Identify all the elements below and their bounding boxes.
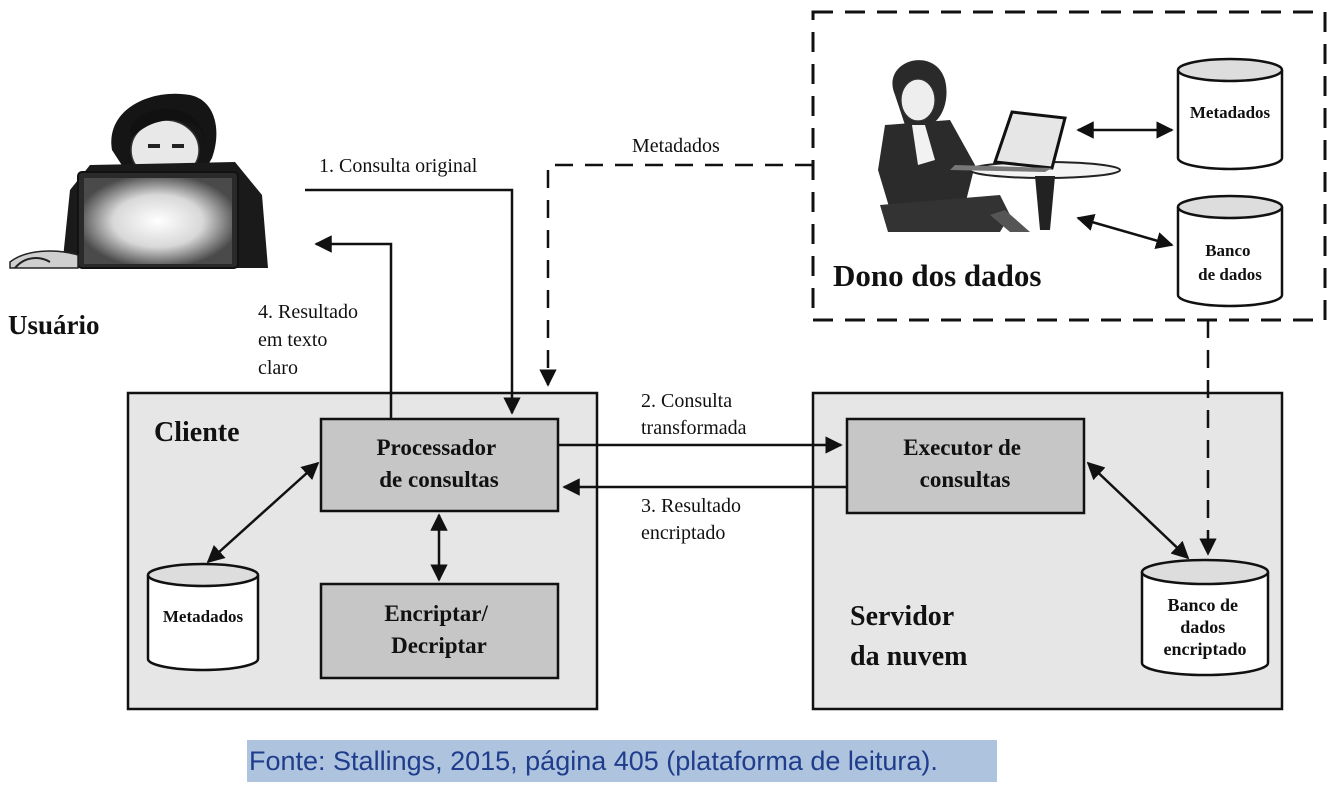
query-executor-line-1: Executor de bbox=[903, 435, 1021, 460]
user-label: Usuário bbox=[8, 310, 100, 340]
owner-database-arrow bbox=[1076, 213, 1174, 250]
source-caption: Fonte: Stallings, 2015, página 405 (plat… bbox=[247, 740, 997, 782]
owner-metadata-cylinder bbox=[1176, 57, 1284, 171]
encrypt-decrypt-line-1: Encriptar/ bbox=[384, 601, 488, 626]
plaintext-result-label: 4. Resultado em texto claro bbox=[258, 301, 363, 379]
cloud-server-title: Servidor da nuvem bbox=[850, 601, 967, 672]
plaintext-result-line-3: claro bbox=[258, 357, 298, 379]
plaintext-result-line-1: 4. Resultado bbox=[258, 301, 358, 323]
metadata-flow-arrow bbox=[539, 163, 813, 387]
transformed-query-label: 2. Consulta transformada bbox=[641, 390, 747, 439]
plaintext-result-arrow bbox=[314, 235, 393, 419]
processor-metadata-arrow bbox=[206, 461, 320, 564]
user-illustration bbox=[9, 93, 268, 269]
query-executor-label: Executor de consultas bbox=[903, 435, 1027, 492]
query-processor-line-2: de consultas bbox=[379, 467, 499, 492]
encrypt-decrypt-label: Encriptar/ Decriptar bbox=[384, 601, 493, 658]
transformed-query-line-1: 2. Consulta bbox=[641, 390, 732, 412]
encrypted-database-line-3: encriptado bbox=[1164, 639, 1247, 659]
encrypted-result-line-1: 3. Resultado bbox=[641, 495, 741, 517]
owner-database-label: Banco de dados bbox=[1198, 241, 1262, 284]
encrypted-database-label: Banco de dados encriptado bbox=[1164, 595, 1247, 659]
executor-database-arrow bbox=[1086, 461, 1190, 560]
owner-database-cylinder bbox=[1176, 194, 1284, 308]
client-metadata-cylinder bbox=[146, 562, 260, 672]
encrypted-database-line-1: Banco de bbox=[1167, 595, 1238, 615]
encrypted-result-label: 3. Resultado encriptado bbox=[641, 495, 746, 544]
encrypt-decrypt-box bbox=[319, 582, 560, 680]
client-title: Cliente bbox=[154, 417, 240, 448]
owner-metadata-label: Metadados bbox=[1190, 103, 1271, 122]
cloud-server-title-line-1: Servidor bbox=[850, 601, 954, 632]
plaintext-result-line-2: em texto bbox=[258, 329, 327, 351]
owner-database-line-2: de dados bbox=[1198, 265, 1262, 284]
transformed-query-line-2: transformada bbox=[641, 417, 747, 439]
metadata-flow-label: Metadados bbox=[632, 135, 720, 157]
original-query-label: 1. Consulta original bbox=[319, 155, 478, 177]
owner-database-line-1: Banco bbox=[1205, 241, 1250, 260]
client-metadata-label: Metadados bbox=[163, 607, 244, 626]
query-executor-line-2: consultas bbox=[920, 467, 1011, 492]
encrypt-decrypt-line-2: Decriptar bbox=[391, 633, 487, 658]
encrypted-database-cylinder bbox=[1140, 558, 1270, 677]
owner-illustration bbox=[878, 60, 1121, 232]
cloud-server-title-line-2: da nuvem bbox=[850, 641, 967, 672]
encrypted-result-line-2: encriptado bbox=[641, 522, 725, 544]
encrypted-database-line-2: dados bbox=[1180, 617, 1225, 637]
original-query-arrow bbox=[305, 188, 521, 415]
data-owner-label: Dono dos dados bbox=[833, 258, 1041, 293]
query-processor-label: Processador de consultas bbox=[377, 435, 502, 492]
query-processor-line-1: Processador bbox=[377, 435, 496, 460]
query-executor-box bbox=[845, 417, 1086, 515]
query-processor-box bbox=[319, 417, 560, 513]
